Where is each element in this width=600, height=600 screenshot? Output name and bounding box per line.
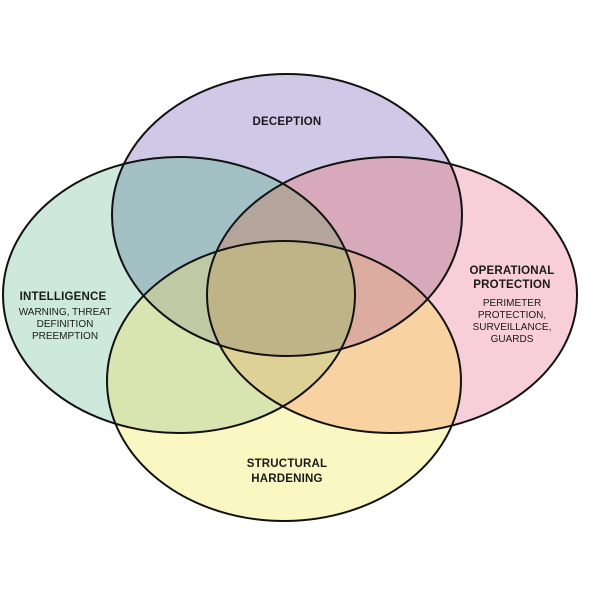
overlap-dec-int-op	[207, 157, 355, 356]
intelligence-detail-line-3: PREEMPTION	[32, 331, 98, 342]
intelligence-detail-line-2: DEFINITION	[37, 319, 94, 330]
operational-detail-line-3: SURVEILLANCE,	[473, 322, 552, 333]
operational-detail-line-2: PROTECTION,	[478, 310, 546, 321]
operational-detail-line-1: PERIMETER	[483, 298, 541, 309]
intelligence-detail-line-1: WARNING, THREAT	[19, 307, 112, 318]
structural-title-line-1: STRUCTURAL	[247, 458, 328, 470]
overlap-dec-int-str	[112, 241, 355, 356]
deception-outline	[111, 73, 463, 357]
intelligence-outline	[2, 156, 356, 434]
operational-title-line-2: PROTECTION	[473, 279, 550, 291]
structural-title-line-2: HARDENING	[251, 473, 322, 485]
operational-outline	[206, 156, 578, 434]
structural-outline	[106, 240, 462, 522]
overlap-dec-op-str	[207, 241, 461, 356]
operational-detail-line-4: GUARDS	[491, 334, 534, 345]
overlap-int-op-str	[207, 241, 355, 433]
intelligence-title: INTELLIGENCE	[20, 291, 107, 303]
deception-title: DECEPTION	[253, 116, 322, 128]
operational-title-line-1: OPERATIONAL	[469, 265, 554, 277]
